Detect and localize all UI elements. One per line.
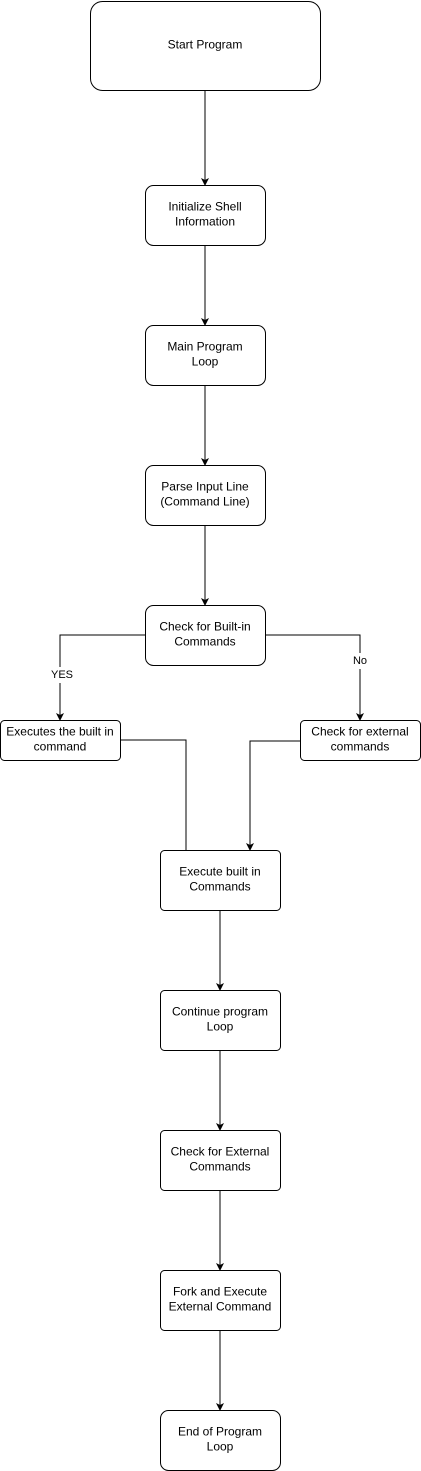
node-label-line: Commands (189, 880, 250, 894)
node-label-line: Check for external (311, 725, 408, 739)
node-label-line: Loop (207, 1020, 234, 1034)
edges-layer (56, 90, 364, 1411)
node-label-line: commands (331, 740, 390, 754)
node-box (0, 720, 121, 761)
node-box (160, 1130, 281, 1191)
node-box (145, 605, 266, 666)
node-label-line: External Command (169, 1300, 272, 1314)
node-label-line: Loop (192, 355, 219, 369)
node-label-line: Fork and Execute (173, 1285, 267, 1299)
node-box (160, 990, 281, 1051)
edge-label-background (350, 653, 370, 669)
node-box (145, 465, 266, 526)
node-label-line: Check for External (171, 1145, 270, 1159)
node-label-line: (Command Line) (160, 495, 249, 509)
edge-label-check-builtin-no: No (350, 653, 370, 669)
node-label-line: command (34, 740, 87, 754)
node-label-line: End of Program (178, 1425, 262, 1439)
edge-labels-layer: YES No (48, 653, 370, 683)
node-label-line: Loop (207, 1440, 234, 1454)
node-box (160, 850, 281, 911)
node-box (145, 325, 266, 386)
edge-label-background (48, 667, 76, 683)
edge-label-text: YES (51, 669, 73, 681)
edge-check-external-to-execute (246, 740, 300, 851)
edge-check-builtin-yes (56, 634, 145, 721)
edge-executes-builtin-to-execute (120, 739, 187, 850)
node-label-line: Initialize Shell (168, 200, 241, 214)
node-parse-input-line: Parse Input Line(Command Line) (145, 465, 266, 526)
node-label-line: Execute built in (179, 865, 260, 879)
node-box (145, 185, 266, 246)
node-label-line: Check for Built-in (159, 620, 250, 634)
node-label-line: Continue program (172, 1005, 268, 1019)
node-label-line: Commands (174, 635, 235, 649)
node-label-line: Executes the built in (6, 725, 113, 739)
node-label-line: Main Program (167, 340, 242, 354)
node-label-line: Commands (189, 1160, 250, 1174)
node-start-program: Start Program (90, 1, 321, 91)
edge-label-text: No (353, 655, 367, 667)
node-label-line: Start Program (168, 38, 243, 52)
node-label-line: Information (175, 215, 235, 229)
node-box (160, 1270, 281, 1331)
node-label-line: Parse Input Line (161, 480, 249, 494)
edge-label-check-builtin-yes: YES (48, 667, 76, 683)
node-box (90, 1, 321, 91)
edge-check-builtin-no (265, 634, 364, 721)
